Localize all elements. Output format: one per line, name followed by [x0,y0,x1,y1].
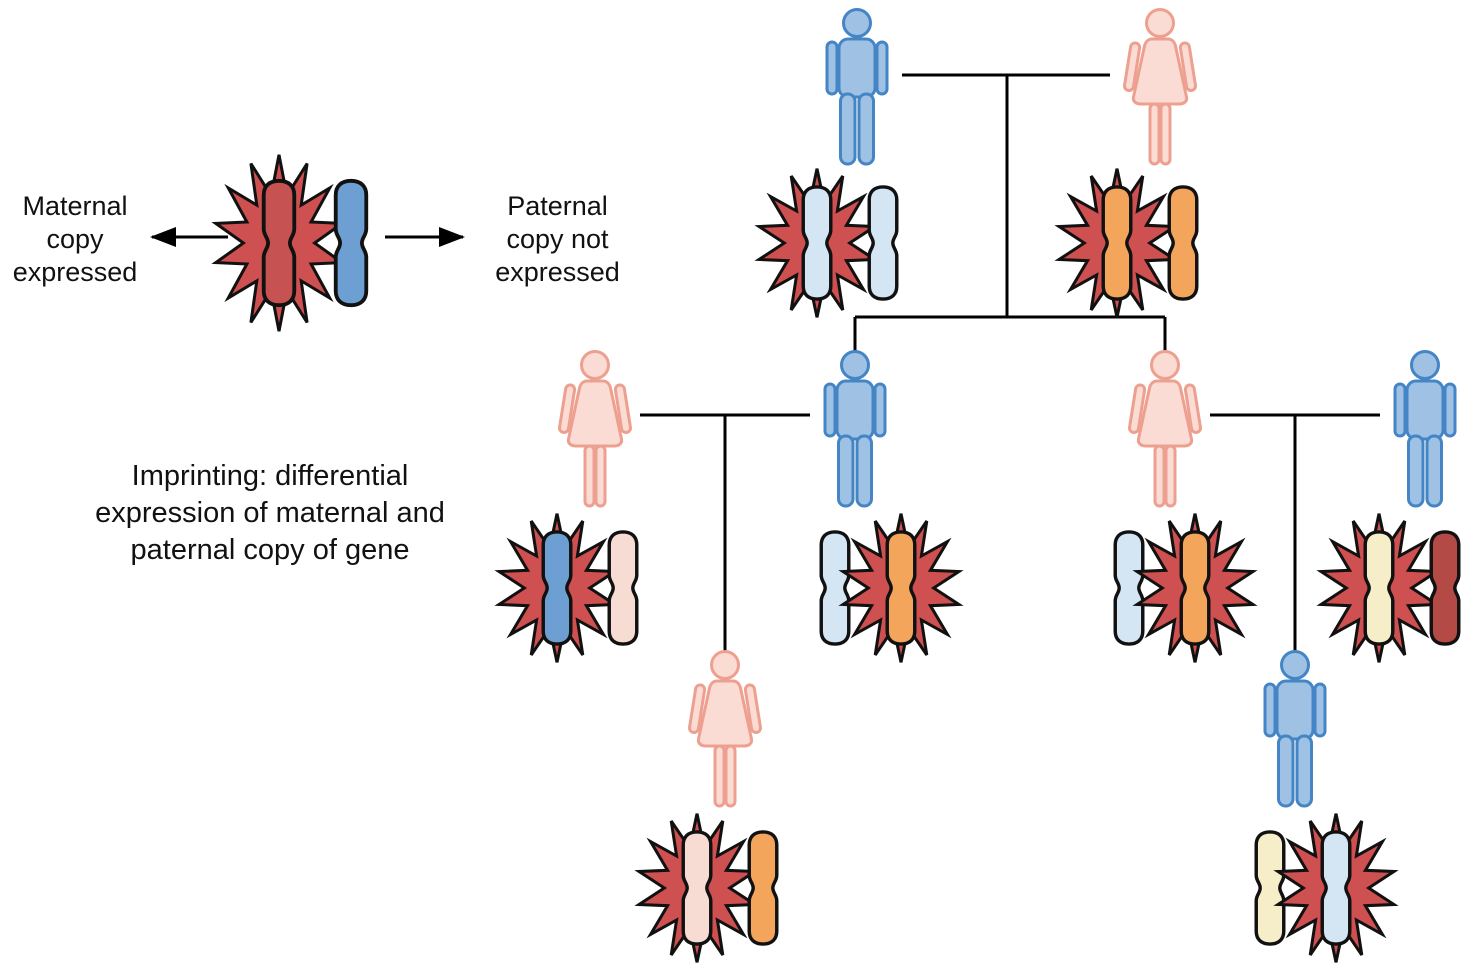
person-grandmother-female-icon [1122,8,1198,166]
maternal-copy-label-line3: expressed [12,257,138,287]
person-son-male-icon [823,350,887,508]
chromosome-icon-son-right [885,530,917,646]
chromosome-icon-daughter-right [1179,530,1211,646]
chromosome-icon-legend-right [336,181,367,305]
person-grandson-male-icon [1263,650,1327,808]
paternal-copy-label-line2: copy not [506,224,609,254]
maternal-copy-label-line2: copy [46,224,104,254]
chromosome-icon-granddaughter-left [681,830,713,946]
person-left-spouse-mother-female-icon [557,350,633,508]
imprinting-caption: Imprinting: differential expression of m… [50,458,490,569]
chromosome-icon-grandson-left [1254,830,1286,946]
chromosome-icon-grandfather-right [867,185,899,301]
chromosome-icon-left-mother-right [607,530,639,646]
maternal-copy-label: Maternal copy expressed [0,190,150,289]
chromosome-icon-son-left [819,530,851,646]
chromosome-icon-grandson-right [1320,830,1352,946]
paternal-copy-label-line1: Paternal [507,191,608,221]
chromosome-icon-grandfather-left [801,185,833,301]
person-daughter-female-icon [1127,350,1203,508]
chromosome-icon-right-father-left [1363,530,1395,646]
chromosome-icon-grandmother-right [1167,185,1199,301]
chromosome-icon-grandmother-left [1101,185,1133,301]
chromosome-icon-daughter-left [1113,530,1145,646]
person-granddaughter-female-icon [687,650,763,808]
maternal-copy-label-line1: Maternal [22,191,128,221]
imprinting-caption-line2: expression of maternal and [95,497,445,529]
paternal-copy-label: Paternal copy not expressed [475,190,640,289]
chromosome-icon-right-father-right [1429,530,1461,646]
imprinting-caption-line1: Imprinting: differential [131,460,409,492]
imprinting-caption-line3: paternal copy of gene [130,534,410,566]
paternal-copy-label-line3: expressed [495,257,620,287]
person-grandfather-male-icon [825,8,889,166]
chromosome-icon-legend-left [264,181,295,305]
chromosome-icon-left-mother-left [541,530,573,646]
chromosome-icon-granddaughter-right [747,830,779,946]
person-right-spouse-father-male-icon [1393,350,1457,508]
